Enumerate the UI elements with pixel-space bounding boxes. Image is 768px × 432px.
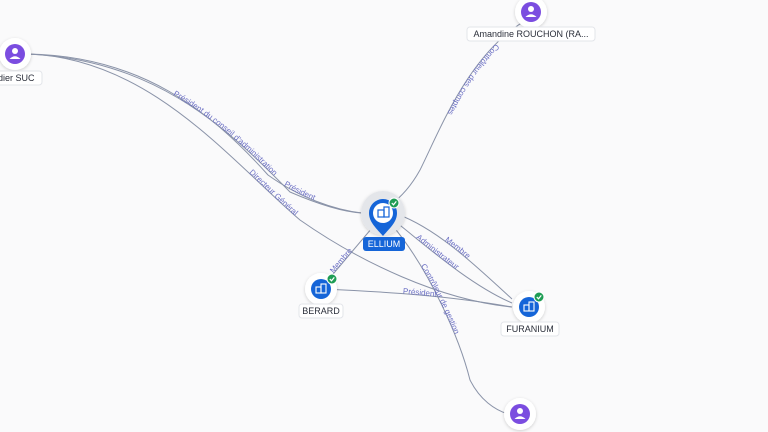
edges — [27, 17, 531, 415]
edge-didier-ellium-president — [27, 53, 363, 214]
edge-berard-furanium-president — [322, 288, 513, 308]
verified-check-icon — [533, 291, 545, 303]
node-label: ELLIUM — [368, 239, 401, 249]
node-furanium[interactable]: FURANIUM — [500, 291, 560, 337]
node-label: Amandine ROUCHON (RA... — [473, 29, 588, 39]
verified-check-icon — [388, 197, 400, 209]
verified-check-icon — [326, 273, 338, 285]
building-icon — [377, 206, 390, 218]
node-amandine-rouchon[interactable]: Amandine ROUCHON (RA... — [466, 0, 596, 42]
edge-label-president-berard: Président — [403, 287, 438, 299]
edge-label-controleur-comptes: Contrôleur des comptes — [446, 42, 501, 116]
edge-didier-furanium-dg — [27, 53, 513, 308]
edge-ellium-bottom-controleur-gestion — [391, 224, 509, 415]
building-icon — [523, 301, 535, 312]
node-berard[interactable]: BERARD — [298, 273, 344, 319]
node-label: FURANIUM — [506, 324, 554, 334]
edge-ellium-furanium-administrateur — [395, 221, 513, 304]
node-label: BERARD — [302, 306, 340, 316]
node-ellium[interactable]: ELLIUM — [361, 191, 405, 251]
edge-label-president-ca: Président du conseil d'administration — [172, 89, 279, 178]
node-bottom-person[interactable] — [504, 398, 536, 430]
edge-ellium-furanium-membre — [396, 213, 513, 300]
edge-label-president: Président — [283, 179, 318, 202]
edge-label-membre-berard: Membre — [328, 246, 354, 275]
edge-didier-ellium-president-ca — [27, 53, 363, 214]
node-didier-suc[interactable]: dier SUC — [0, 38, 43, 86]
building-icon — [315, 283, 327, 294]
node-label: dier SUC — [0, 73, 35, 83]
edge-amandine-ellium-controleur — [389, 17, 531, 206]
